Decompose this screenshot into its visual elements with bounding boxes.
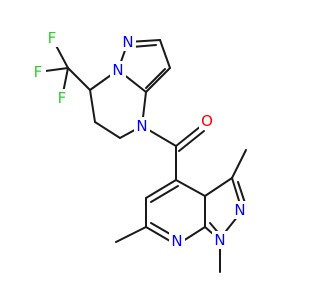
bond (94, 121, 121, 139)
atom-f2: F (30, 63, 46, 81)
atom-label-n: N (112, 61, 123, 79)
bond (231, 149, 247, 179)
bond (89, 89, 96, 123)
atom-f3: F (54, 89, 70, 107)
atom-label-n: N (214, 231, 225, 249)
atom-label-f: F (34, 63, 43, 81)
atom-n-pyrazole-1: N (110, 61, 126, 79)
bond (145, 226, 171, 242)
atom-n-amide: N (134, 117, 150, 135)
atom-label-n: N (122, 33, 133, 51)
atom-n-pyridine: N (169, 232, 185, 250)
bond (237, 181, 246, 204)
atom-n-pyrazole-2: N (120, 33, 136, 51)
atom-n-bicyclic-pyrazole-2: N (232, 201, 248, 219)
atom-label-n: N (171, 232, 182, 250)
atom-label-f: F (48, 29, 57, 47)
atom-labels: F F F N N N O N (30, 29, 248, 250)
bond (182, 226, 206, 242)
bond (145, 68, 166, 89)
bond (204, 226, 214, 235)
bond (175, 179, 206, 197)
atom-label-f: F (58, 89, 67, 107)
atom-label-o: O (201, 112, 213, 130)
atom-o-carbonyl: O (199, 112, 216, 130)
bond (115, 226, 147, 243)
bond (175, 125, 202, 147)
atom-label-n: N (234, 201, 245, 219)
bond (204, 177, 233, 197)
molecule-diagram: F F F N N N O N (30, 29, 248, 273)
bond (145, 67, 171, 93)
bond (231, 177, 241, 205)
atom-f1: F (44, 29, 60, 47)
bond (145, 179, 177, 199)
bond (67, 67, 91, 91)
bond (150, 185, 179, 203)
atom-label-n: N (136, 117, 147, 135)
bond (150, 222, 171, 235)
atom-n-bicyclic-pyrazole-1: N (212, 231, 228, 249)
bond (159, 39, 171, 69)
bond (178, 130, 205, 152)
